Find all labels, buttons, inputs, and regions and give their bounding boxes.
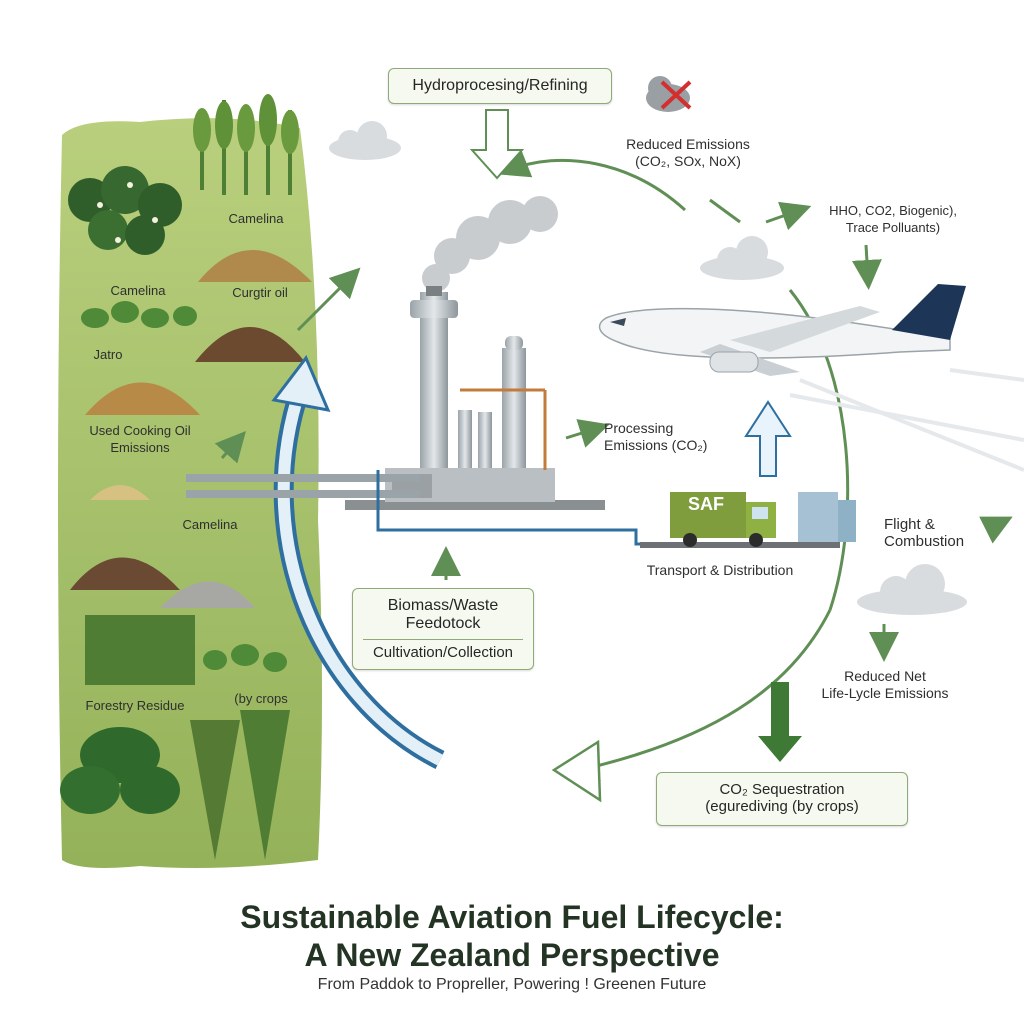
soil-pile-icon — [70, 250, 312, 608]
feedstock-camelina-top: Camelina — [228, 211, 284, 226]
sequestration-label-2: (egurediving (by crops) — [705, 798, 859, 815]
feedstock-camelina-mid: Camelina — [182, 517, 238, 532]
feedstock-step-box: Biomass/Waste Feedotock Cultivation/Coll… — [352, 588, 534, 670]
flight-up-arrow — [744, 400, 792, 477]
sequestration-down-arrow — [758, 682, 802, 762]
net-emissions-label: Reduced Net Life-Lycle Emissions — [821, 668, 949, 701]
airplane-icon — [598, 284, 966, 376]
sequestration-label-1: CO₂ Sequestration — [719, 781, 845, 798]
feedstock-cooking-oil: Curgtir oil — [232, 285, 288, 300]
refining-down-arrow — [469, 109, 525, 180]
page-title: Sustainable Aviation Fuel Lifecycle: A N… — [240, 899, 784, 973]
camelina-plants-icon — [193, 94, 299, 195]
saf-truck-label: SAF — [688, 494, 724, 514]
low-crops-icon — [81, 301, 287, 672]
processing-emissions-label: Processing Emissions (CO₂) — [604, 420, 708, 453]
feedstock-label-2: Feedotock — [405, 615, 481, 632]
shrub-plants-icon — [68, 166, 182, 255]
feedstock-divider — [363, 639, 523, 640]
feedstock-jatro: Jatro — [93, 347, 123, 362]
contrail — [789, 368, 1024, 472]
cloud-icon — [329, 76, 967, 615]
saf-truck-icon — [640, 492, 856, 548]
feedstock-to-refinery-arrow — [271, 355, 445, 769]
forestry-trees-icon — [60, 615, 290, 860]
lifecycle-cycle-arrows — [214, 149, 1013, 781]
flight-emissions-label: HHO, CO2, Biogenic), Trace Polluants) — [829, 203, 957, 235]
flight-combustion-label: Flight & Combustion — [884, 516, 965, 550]
feedstock-forestry: Forestry Residue — [85, 698, 185, 713]
refining-label: Hydroprocesing/Refining — [412, 77, 588, 94]
page-subtitle: From Paddok to Propreller, Powering ! Gr… — [317, 976, 707, 993]
smoke-plume-icon — [422, 196, 558, 292]
reduced-emissions-label: Reduced Emissions (CO₂, SOx, NoX) — [626, 136, 750, 169]
transport-label: Transport & Distribution — [646, 562, 794, 578]
feedstock-label-1: Biomass/Waste — [387, 597, 499, 614]
return-arrow-head — [551, 739, 602, 803]
feedstock-camelina-left: Camelina — [110, 283, 166, 298]
no-emissions-icon — [660, 80, 692, 110]
feed-pipes — [186, 474, 420, 498]
cultivation-label: Cultivation/Collection — [372, 644, 514, 661]
feedstock-by-crops: (by crops — [234, 691, 288, 706]
refining-step-box: Hydroprocesing/Refining — [388, 68, 612, 104]
feedstock-used-cooking-oil: Used Cooking Oil Emissions — [89, 423, 191, 455]
sequestration-step-box: CO₂ Sequestration (egurediving (by crops… — [656, 772, 908, 826]
